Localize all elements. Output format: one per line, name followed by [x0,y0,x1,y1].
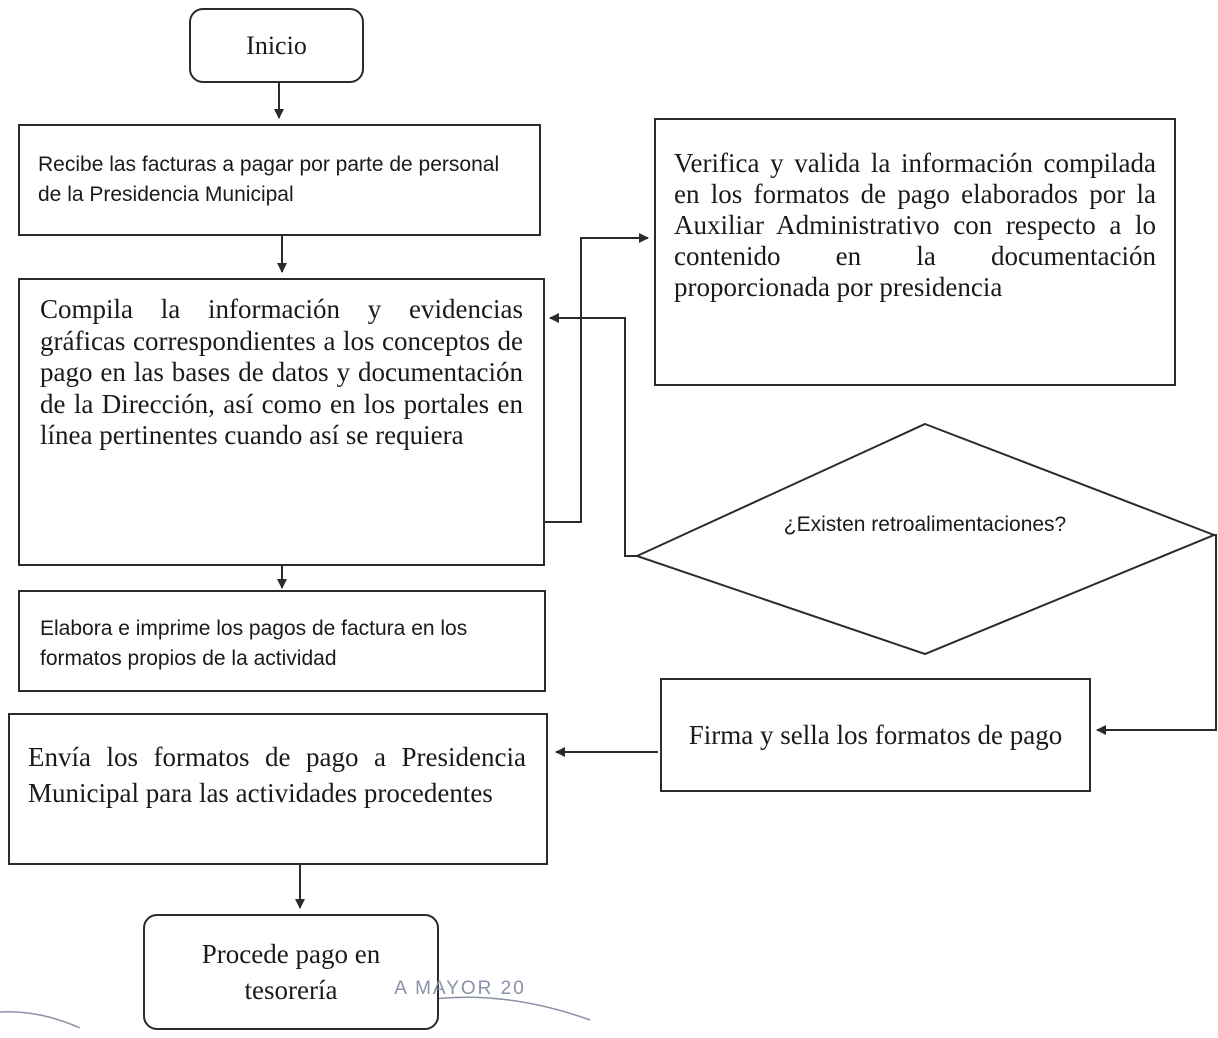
compile-info-node: Compila la información y evidencias gráf… [18,278,545,566]
sign-seal-label: Firma y sella los formatos de pago [688,720,1063,750]
arrow-compila-verifica [545,233,649,523]
receive-invoices-node: Recibe las facturas a pagar por parte de… [18,124,541,236]
stamp-text: A MAYOR 20 [394,978,526,999]
end-node: Procede pago en tesorería [143,914,439,1030]
verify-node: Verifica y valida la información compila… [654,118,1176,386]
send-formats-label: Envía los formatos de pago a Presidencia… [28,742,526,808]
prepare-payments-label: Elabora e imprime los pagos de factura e… [40,617,468,670]
decision-label: ¿Existen retroalimentaciones? [783,513,1067,536]
decision-diamond [634,422,1217,656]
sign-seal-node: Firma y sella los formatos de pago [660,678,1091,792]
arrow-decision-compila [549,313,637,557]
start-node: Inicio [189,8,364,83]
end-label: Procede pago en tesorería [201,939,381,1005]
verify-label: Verifica y valida la información compila… [674,148,1156,302]
prepare-payments-node: Elabora e imprime los pagos de factura e… [18,590,546,692]
start-label: Inicio [246,30,307,60]
send-formats-node: Envía los formatos de pago a Presidencia… [8,713,548,865]
compile-info-label: Compila la información y evidencias gráf… [40,294,523,450]
receive-invoices-label: Recibe las facturas a pagar por parte de… [38,153,500,206]
